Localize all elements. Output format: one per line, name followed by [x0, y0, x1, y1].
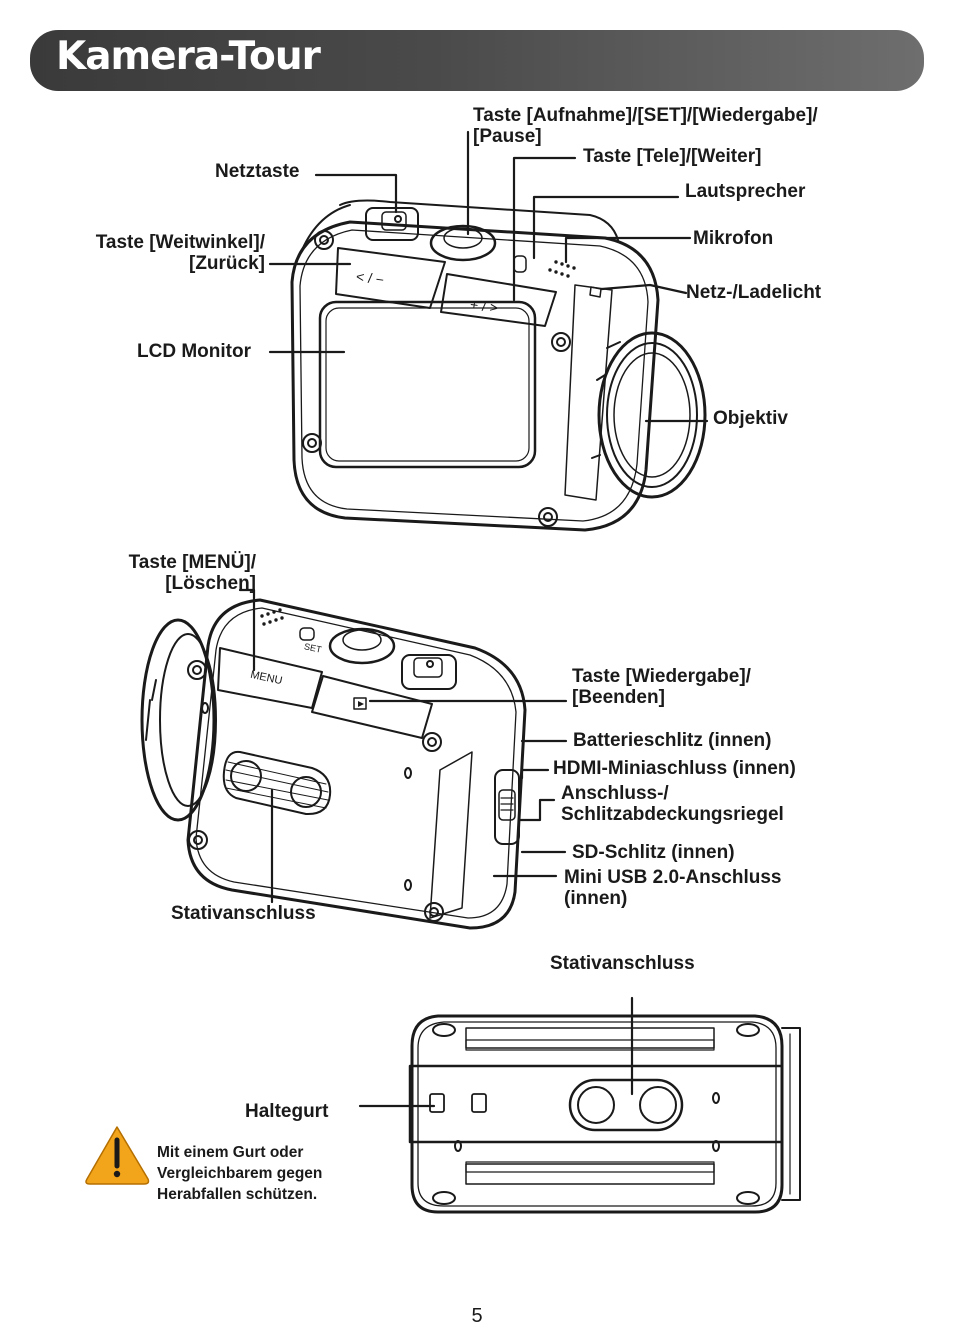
label-usb-port: Mini USB 2.0-Anschluss (innen)	[564, 867, 782, 909]
label-menu-button: Taste [MENÜ]/ [Löschen]	[128, 552, 256, 594]
label-tripod-mount-bottom: Stativanschluss	[550, 953, 695, 974]
title-banner: Kamera-Tour	[30, 30, 924, 91]
label-speaker: Lautsprecher	[685, 181, 806, 202]
tele-button-glyph: + / >	[469, 296, 500, 316]
label-power-led: Netz-/Ladelicht	[686, 282, 822, 303]
callout-lines	[238, 130, 709, 1108]
label-lcd-monitor: LCD Monitor	[137, 341, 251, 362]
camera-front-view	[290, 199, 707, 532]
label-power-button: Netztaste	[215, 161, 300, 182]
label-battery-slot: Batterieschlitz (innen)	[573, 730, 772, 751]
label-lens: Objektiv	[713, 408, 788, 429]
warning-icon	[85, 1126, 150, 1185]
label-record-button: Taste [Aufnahme]/[SET]/[Wiedergabe]/ [Pa…	[473, 105, 818, 147]
label-hdmi-port: HDMI-Miniaschluss (innen)	[553, 758, 796, 779]
label-tele-button: Taste [Tele]/[Weiter]	[583, 146, 762, 167]
label-tripod-mount-side: Stativanschluss	[171, 903, 316, 924]
label-microphone: Mikrofon	[693, 228, 774, 249]
label-playback-button: Taste [Wiedergabe]/ [Beenden]	[572, 666, 751, 708]
page-title: Kamera-Tour	[56, 34, 321, 79]
label-cover-lock: Anschluss-/ Schlitzabdeckungsriegel	[561, 783, 784, 825]
camera-bottom-view	[408, 1014, 801, 1214]
page-number: 5	[471, 1305, 483, 1327]
camera-rear-view	[140, 598, 527, 930]
label-sd-slot: SD-Schlitz (innen)	[572, 842, 735, 863]
wide-button-glyph: < / −	[355, 268, 386, 288]
label-wide-button: Taste [Weitwinkel]/ [Zurück]	[95, 232, 265, 274]
label-strap: Haltegurt	[245, 1101, 329, 1122]
warning-text: Mit einem Gurt oder Vergleichbarem gegen…	[157, 1144, 323, 1203]
